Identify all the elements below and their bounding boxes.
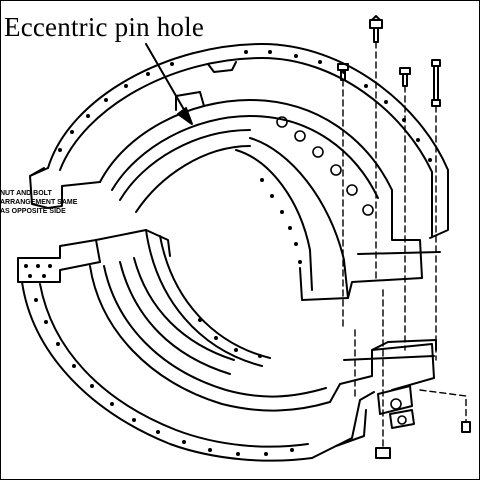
bolt-centerlines xyxy=(342,41,467,449)
eccentric-pin-hole-label: Eccentric pin hole xyxy=(4,12,205,42)
lower-half-shell xyxy=(17,229,437,462)
large-holes xyxy=(276,116,407,425)
note-line-1: NUT AND BOLT xyxy=(0,190,52,197)
note-line-3: AS OPPOSITE SIDE xyxy=(0,208,66,215)
bolt-hole-dots xyxy=(24,50,432,456)
note-line-2: ARRANGEMENT SAME xyxy=(0,199,78,206)
bolt-arrangement-note: NUT AND BOLT ARRANGEMENT SAME AS OPPOSIT… xyxy=(0,189,110,216)
callout-leader xyxy=(145,43,193,125)
upper-half-shell xyxy=(29,43,449,301)
bolts xyxy=(337,15,471,459)
